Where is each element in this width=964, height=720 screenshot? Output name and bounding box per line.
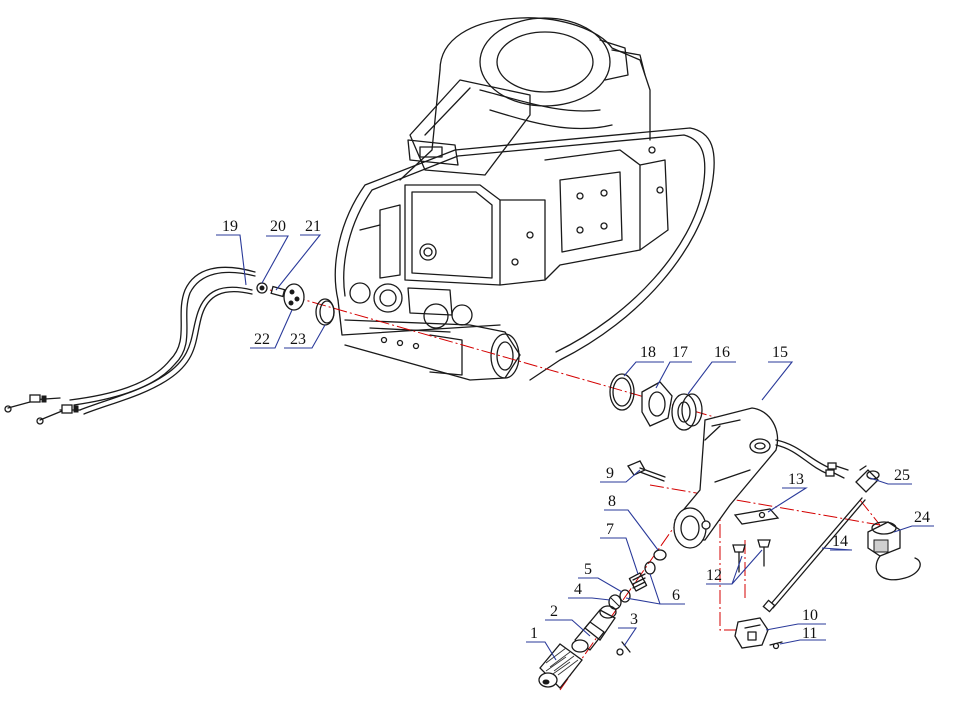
callout-11: 11	[802, 625, 817, 642]
part-7-spring	[628, 572, 648, 592]
callout-25: 25	[894, 467, 910, 484]
leader-1	[526, 641, 557, 661]
leader-18	[623, 361, 664, 377]
callout-21: 21	[305, 218, 321, 235]
callout-8: 8	[608, 493, 616, 510]
leader-19	[216, 234, 247, 286]
part-16-bushing	[671, 393, 703, 431]
leader-12	[706, 549, 763, 585]
callout-13: 13	[788, 471, 804, 488]
part-10-switch-housing	[734, 617, 769, 649]
callout-17: 17	[672, 344, 688, 361]
callout-1: 1	[530, 625, 538, 642]
callout-6: 6	[672, 587, 680, 604]
callout-14: 14	[832, 533, 848, 550]
part-24-stop-switch	[867, 521, 921, 581]
callout-23: 23	[290, 331, 306, 348]
callout-3: 3	[630, 611, 638, 628]
part-14-rod	[762, 497, 866, 613]
leader-20	[261, 235, 289, 284]
part-3-screw	[616, 641, 631, 656]
leader-7	[600, 537, 639, 575]
part-22-grommet	[283, 283, 305, 311]
leader-21	[275, 234, 322, 291]
leader-2	[545, 619, 591, 637]
part-13-bracket	[733, 508, 780, 525]
callout-24: 24	[914, 509, 930, 526]
callout-9: 9	[606, 465, 614, 482]
leader-24	[893, 525, 934, 533]
part-5-washer	[619, 589, 631, 603]
callout-15: 15	[772, 344, 788, 361]
leader-lines	[216, 234, 934, 661]
part-11-screw	[769, 641, 783, 650]
axis-throttle-rod	[649, 484, 881, 526]
leader-15	[761, 361, 794, 401]
throttle-cables	[4, 266, 335, 425]
part-15-handle-arm	[673, 407, 849, 549]
callout-20: 20	[270, 218, 286, 235]
part-25-knob	[855, 465, 880, 493]
part-18-o-ring	[609, 373, 635, 411]
part-21-collar	[270, 285, 286, 298]
callout-4: 4	[574, 581, 582, 598]
leader-3	[618, 627, 638, 647]
part-8-nut	[653, 549, 667, 561]
leader-6	[625, 573, 685, 605]
leader-9	[600, 469, 641, 483]
callout-2: 2	[550, 603, 558, 620]
leader-10	[765, 623, 826, 631]
leader-8	[604, 509, 659, 551]
leader-5	[578, 577, 623, 593]
steering-handle-assembly	[538, 373, 921, 689]
leader-16	[687, 361, 736, 395]
part-23-ring	[315, 298, 335, 326]
callout-12: 12	[706, 567, 722, 584]
leader-14	[821, 547, 853, 551]
callout-labels: 19 20 21 22 23 18 17 16 15 9 8 7 6 5 4 2…	[222, 218, 930, 642]
part-17-plate	[641, 381, 673, 427]
callout-22: 22	[254, 331, 270, 348]
leader-23	[284, 324, 326, 349]
part-9-wing-screw	[627, 460, 666, 482]
cable-end-lower	[36, 404, 81, 425]
callout-19: 19	[222, 218, 238, 235]
callout-10: 10	[802, 607, 818, 624]
part-1-twist-grip	[538, 643, 583, 689]
leader-17	[655, 361, 692, 389]
callout-7: 7	[606, 521, 614, 538]
leader-25	[869, 477, 912, 485]
leader-11	[779, 639, 826, 645]
leader-22	[250, 309, 293, 349]
engine-cowling	[334, 17, 715, 381]
callout-16: 16	[714, 344, 730, 361]
leader-4	[568, 597, 611, 601]
part-6-washer	[644, 561, 656, 575]
callout-5: 5	[584, 561, 592, 578]
axis-stop-switch	[859, 499, 881, 526]
part-2-throttle-shaft	[571, 605, 617, 653]
part-20-nut	[256, 282, 268, 294]
leader-13	[767, 487, 808, 513]
part-12-screws	[732, 539, 771, 573]
cable-end-upper	[4, 394, 61, 413]
callout-18: 18	[640, 344, 656, 361]
